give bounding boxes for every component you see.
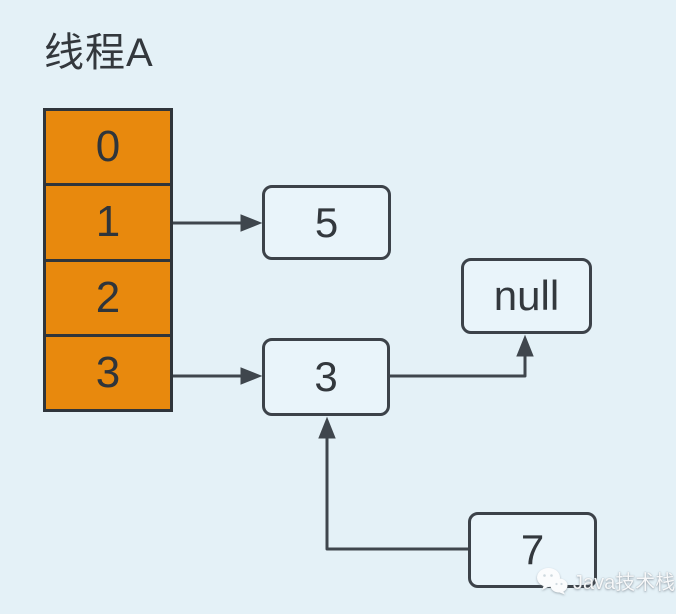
bucket-cell-2-label: 2	[95, 272, 121, 322]
arrow-bucket1-to-node5	[173, 214, 263, 232]
node-5: 5	[262, 185, 391, 260]
node-3-label: 3	[314, 353, 338, 400]
bucket-cell-2: 2	[46, 258, 170, 334]
watermark: Java技术栈	[536, 566, 675, 595]
bucket-cell-1-label: 1	[95, 197, 121, 247]
bucket-cell-0-label: 0	[95, 122, 121, 172]
node-3: 3	[262, 338, 390, 416]
watermark-text: Java技术栈	[573, 572, 676, 594]
bucket-array: 0 1 2 3	[43, 108, 173, 412]
bucket-cell-0: 0	[46, 111, 170, 184]
bucket-cell-3: 3	[46, 333, 170, 409]
arrow-bucket3-to-node3	[173, 367, 263, 385]
thread-title: 线程A	[44, 31, 154, 75]
node-7: 7	[468, 512, 597, 588]
arrow-node7-to-node3	[318, 416, 468, 551]
node-null-label: null	[493, 272, 560, 319]
bucket-cell-3-label: 3	[95, 347, 121, 397]
arrow-node3-to-null	[390, 334, 534, 378]
wechat-icon	[537, 567, 568, 594]
node-null: null	[461, 258, 592, 334]
bucket-cell-1: 1	[46, 183, 170, 259]
node-7-label: 7	[520, 526, 545, 573]
node-5-label: 5	[314, 198, 339, 246]
